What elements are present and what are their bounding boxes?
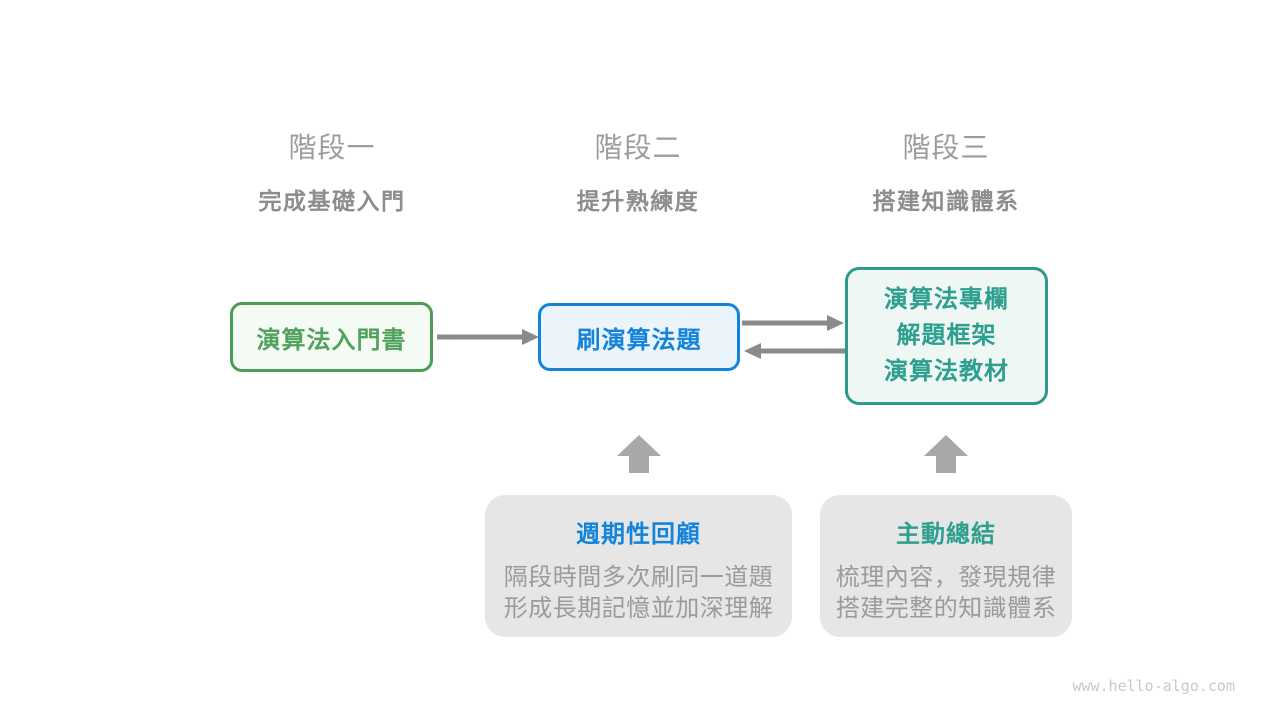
- node-practice-problems-label: 刷演算法題: [576, 326, 702, 354]
- note-active-summary: 主動總結 梳理內容，發現規律 搭建完整的知識體系: [820, 495, 1072, 637]
- note-active-summary-body: 梳理內容，發現規律 搭建完整的知識體系: [820, 562, 1072, 624]
- stage-3-label: 階段三: [902, 132, 990, 163]
- stage-2-header: 階段二 提升熟練度: [488, 126, 788, 216]
- node-intro-book-label: 演算法入門書: [256, 326, 407, 354]
- arrow-intro-to-practice: [437, 329, 539, 345]
- stage-1-header: 階段一 完成基礎入門: [182, 126, 482, 216]
- note-active-summary-body-line-1: 梳理內容，發現規律: [835, 564, 1057, 591]
- node-advanced-resources-line-3: 演算法教材: [884, 358, 1009, 385]
- note-periodic-review-body: 隔段時間多次刷同一道題 形成長期記憶並加深理解: [485, 562, 792, 624]
- node-advanced-resources-line-1: 演算法專欄: [884, 286, 1009, 313]
- node-advanced-resources-line-2: 解題框架: [896, 322, 997, 349]
- note-periodic-review: 週期性回顧 隔段時間多次刷同一道題 形成長期記憶並加深理解: [485, 495, 792, 637]
- stage-2-subtitle: 提升熟練度: [576, 188, 700, 214]
- stage-3-subtitle: 搭建知識體系: [872, 188, 1020, 214]
- node-advanced-resources: 演算法專欄 解題框架 演算法教材: [845, 267, 1048, 405]
- note-periodic-review-title: 週期性回顧: [576, 521, 701, 548]
- node-practice-problems: 刷演算法題: [538, 303, 740, 371]
- stage-1-label: 階段一: [288, 132, 376, 163]
- node-intro-book: 演算法入門書: [230, 302, 433, 372]
- arrow-resources-to-practice: [744, 343, 848, 359]
- stage-1-subtitle: 完成基礎入門: [258, 188, 406, 214]
- note-active-summary-body-line-2: 搭建完整的知識體系: [835, 595, 1057, 622]
- arrow-review-up-icon: [617, 435, 661, 473]
- watermark: www.hello-algo.com: [1072, 677, 1235, 695]
- arrow-summarize-up-icon: [924, 435, 968, 473]
- note-periodic-review-body-line-1: 隔段時間多次刷同一道題: [503, 564, 774, 591]
- arrow-practice-to-resources: [742, 315, 844, 331]
- stage-3-header: 階段三 搭建知識體系: [796, 126, 1096, 216]
- note-active-summary-title: 主動總結: [896, 521, 996, 548]
- stage-2-label: 階段二: [594, 132, 682, 163]
- note-periodic-review-body-line-2: 形成長期記憶並加深理解: [503, 595, 774, 622]
